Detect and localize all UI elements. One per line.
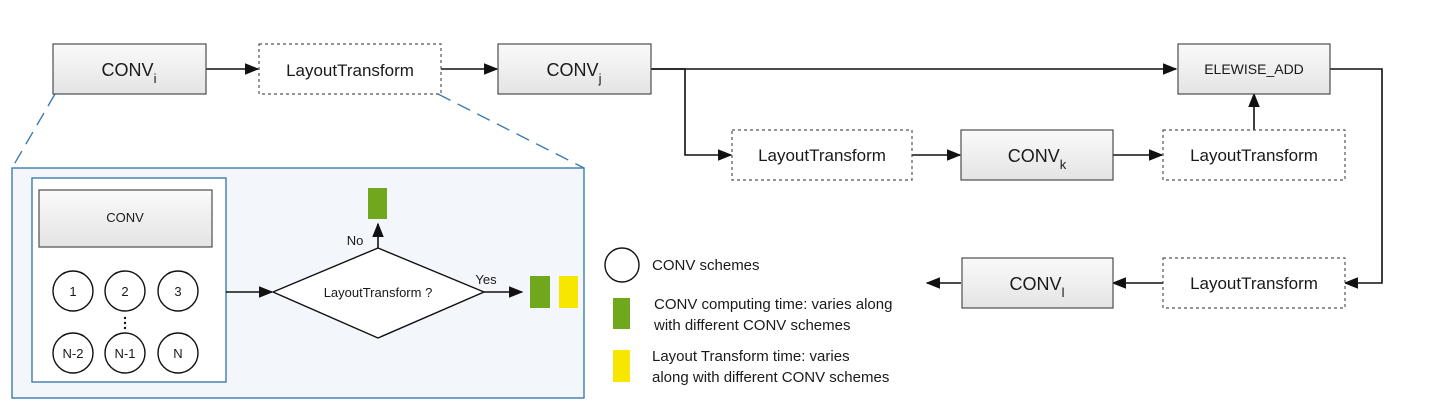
zoom-panel: CONV 1 2 3 N-2 N-1 N [11, 167, 585, 399]
legend-green-swatch [613, 298, 630, 329]
node-layout-transform-3: LayoutTransform [1162, 129, 1346, 181]
edge-elewise-layout4 [1330, 68, 1383, 289]
conv-box: CONV [38, 189, 213, 248]
scheme-circle-n-2: N-2 [52, 332, 94, 374]
svg-text:ELEWISE_ADD: ELEWISE_ADD [1204, 61, 1304, 77]
svg-text:CONVi: CONVi [102, 60, 157, 86]
node-conv-l: CONVl [961, 257, 1114, 309]
svg-text:LayoutTransform: LayoutTransform [1190, 146, 1318, 165]
decision-diamond: LayoutTransform ? [271, 247, 486, 339]
svg-text:CONVl: CONVl [1010, 274, 1065, 300]
scheme-circle-3: 3 [157, 270, 199, 312]
svg-text:LayoutTransform: LayoutTransform [1190, 274, 1318, 293]
svg-text:CONV: CONV [106, 210, 144, 225]
svg-text:LayoutTransform: LayoutTransform [758, 146, 886, 165]
edge-convj-layout2 [651, 68, 733, 161]
legend-circle-icon [604, 247, 640, 283]
legend-green-line-2: with different CONV schemes [653, 317, 850, 334]
scheme-ellipsis-dots [123, 316, 127, 330]
svg-text:N-2: N-2 [63, 346, 84, 361]
zoom-connector-left [11, 93, 56, 169]
legend-yellow-line-2: along with different CONV schemes [652, 369, 889, 386]
node-conv-j: CONVj [497, 43, 652, 95]
svg-text:LayoutTransform: LayoutTransform [286, 61, 414, 80]
yes-green-bar [530, 276, 550, 308]
node-conv-k: CONVk [960, 129, 1114, 181]
scheme-circle-n-1: N-1 [104, 332, 146, 374]
node-elewise-add: ELEWISE_ADD [1177, 43, 1331, 95]
zoom-connector-right [437, 93, 585, 169]
svg-text:CONVj: CONVj [547, 60, 602, 86]
legend-green-line-1: CONV computing time: varies along [654, 296, 892, 313]
legend-yellow-line-1: Layout Transform time: varies [652, 348, 850, 365]
main-flow-graph: CONVi LayoutTransform CONVj ELEWISE_ADD … [52, 43, 1383, 309]
node-layout-transform-1: LayoutTransform [258, 43, 442, 95]
node-conv-i: CONVi [52, 43, 207, 95]
scheme-circle-1: 1 [52, 270, 94, 312]
node-layout-transform-4: LayoutTransform [1162, 257, 1346, 309]
legend-yellow-swatch [613, 350, 630, 382]
svg-text:LayoutTransform ?: LayoutTransform ? [324, 285, 433, 300]
node-layout-transform-2: LayoutTransform [731, 129, 913, 181]
svg-text:CONVk: CONVk [1008, 146, 1067, 172]
svg-text:N: N [173, 346, 182, 361]
legend: CONV schemes CONV computing time: varies… [604, 247, 892, 386]
scheme-circle-n: N [157, 332, 199, 374]
svg-text:2: 2 [121, 284, 128, 299]
yes-yellow-bar [559, 276, 578, 308]
yes-label: Yes [475, 272, 497, 287]
legend-circle-text: CONV schemes [652, 257, 760, 274]
scheme-circle-2: 2 [104, 270, 146, 312]
no-green-bar [368, 188, 387, 219]
svg-text:N-1: N-1 [115, 346, 136, 361]
svg-text:1: 1 [69, 284, 76, 299]
no-label: No [347, 233, 364, 248]
svg-text:3: 3 [174, 284, 181, 299]
